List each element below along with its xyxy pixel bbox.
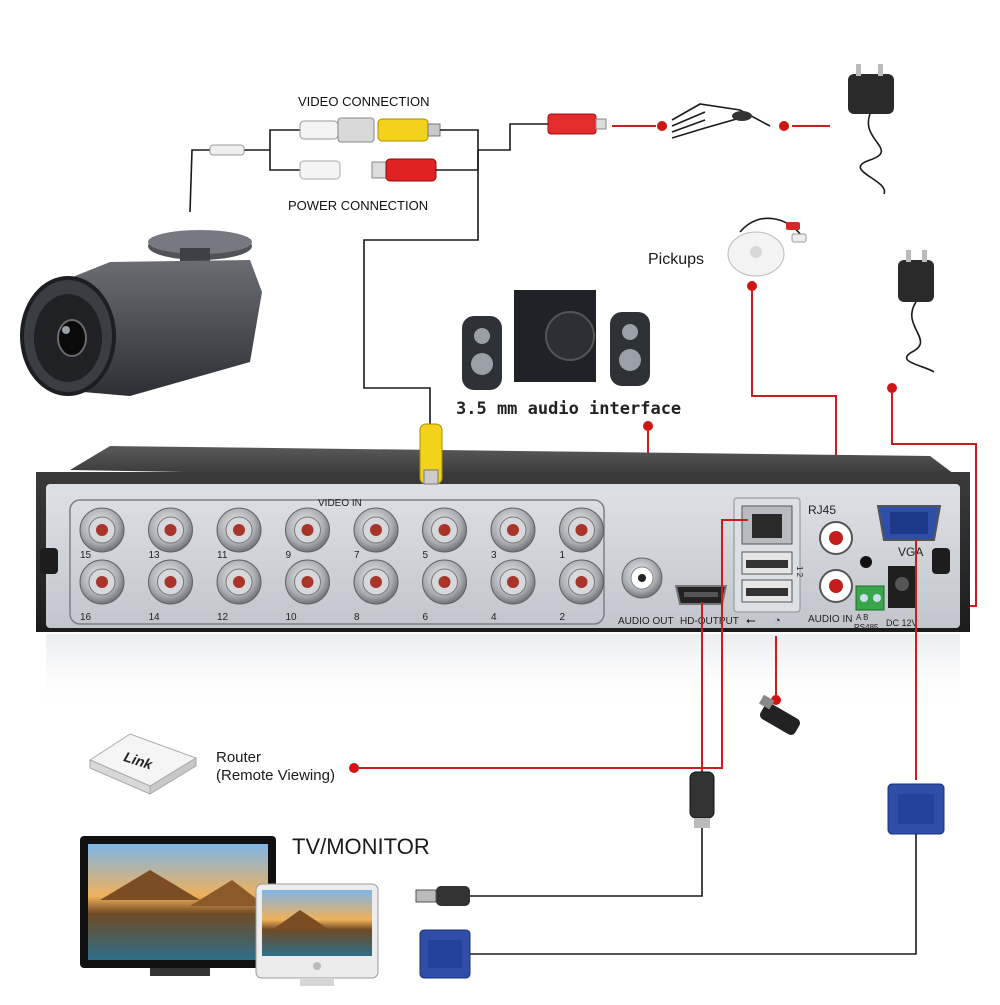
bnc-connector-group: 15 13 11 9 7 5 3 1 16 14 12 10 8 6 4 2 [79,507,604,623]
channel-number-label: 11 [217,550,228,561]
rj45-label: RJ45 [808,503,836,517]
rs485-label: RS485 [854,623,879,632]
bnc-connector[interactable]: 4 [490,559,536,623]
channel-number-label: 9 [286,550,292,561]
video-bnc-plug-icon [299,117,441,143]
router-icon: Link [88,733,198,795]
audio-in-jacks[interactable] [819,521,872,603]
channel-number-label: 13 [149,550,161,561]
channel-number-label: 1 [560,550,566,561]
router-label: Router [216,749,261,766]
channel-number-label: 7 [354,550,360,561]
bnc-connector[interactable]: 14 [148,559,193,623]
dc-power-jack[interactable] [888,566,916,608]
tv-monitor-icon [80,836,276,976]
bnc-connector[interactable]: 5 [422,507,467,561]
dvr-recorder [36,446,970,714]
video-in-label: VIDEO IN [318,498,362,509]
bnc-connector[interactable]: 11 [216,507,262,561]
hdmi-plug-icon [689,771,715,828]
channel-number-label: 16 [80,612,92,623]
usb-mouse-dongle-icon [758,694,800,735]
channel-number-label: 6 [423,612,429,623]
bnc-connector[interactable]: 12 [216,559,262,623]
splitter-cable-icon [671,103,771,139]
channel-number-label: 14 [149,612,161,623]
rs485-ab-label: A B [856,613,868,622]
power-plug-icon [299,158,437,182]
channel-number-label: 12 [217,612,229,623]
dc12v-label: DC 12V [886,618,918,628]
tv-monitor-label: TV/MONITOR [292,834,430,859]
bnc-connector[interactable]: 2 [559,559,604,623]
bnc-connector[interactable]: 16 [79,559,125,623]
bnc-connector[interactable]: 6 [422,559,467,623]
vga-port[interactable] [876,505,942,541]
bullet-camera-icon [20,230,262,396]
rs485-terminal[interactable] [855,585,885,611]
bnc-connector[interactable]: 9 [285,507,330,561]
hdmi-port[interactable] [674,585,728,605]
vga-plug-icon [419,929,471,979]
power-adapter-icon [898,250,935,373]
power-connection-label: POWER CONNECTION [288,198,428,213]
power-chain [612,64,894,195]
bnc-connector[interactable]: 10 [285,559,330,623]
vga-label: VGA [898,545,923,559]
hdmi-plug-icon [415,886,470,906]
channel-number-label: 8 [354,612,360,623]
mouse-icon: ◔ [774,615,781,627]
audio-out-label: AUDIO OUT [618,616,674,627]
speaker-set-icon [462,290,650,390]
audio-out-jack[interactable] [621,557,663,599]
panel-labels: VIDEO IN AUDIO OUT HD-OUTPUT RJ45 AUDIO … [318,498,923,632]
bnc-connector[interactable]: 8 [353,559,399,623]
camera-cable-assembly [189,113,607,430]
rj45-usb-block [733,497,801,613]
bnc-connector[interactable]: 3 [490,507,536,561]
video-connection-label: VIDEO CONNECTION [298,94,429,109]
channel-number-label: 2 [560,612,566,623]
imac-icon [255,883,379,986]
usb-ports-label: 1 2 [795,566,804,578]
router-remote-label: (Remote Viewing) [216,767,335,784]
audio-interface-label: 3.5 mm audio interface [456,399,681,419]
bnc-connector[interactable]: 15 [79,507,125,561]
pickups-label: Pickups [648,251,704,268]
rca-video-plug-icon [419,423,443,485]
vga-plug-icon [887,783,945,835]
channel-number-label: 3 [491,550,497,561]
hd-output-label: HD-OUTPUT [680,616,739,627]
bnc-connector[interactable]: 1 [559,507,604,561]
bnc-connector[interactable]: 7 [353,507,399,561]
bnc-connector[interactable]: 13 [148,507,193,561]
channel-number-label: 5 [423,550,429,561]
channel-number-label: 4 [491,612,497,623]
channel-number-label: 10 [286,612,298,623]
channel-number-label: 15 [80,550,92,561]
microphone-pickup-icon [727,217,807,291]
usb-icon: ⭠ [746,613,756,627]
power-adapter-icon [848,64,894,195]
audio-in-label: AUDIO IN [808,614,852,625]
